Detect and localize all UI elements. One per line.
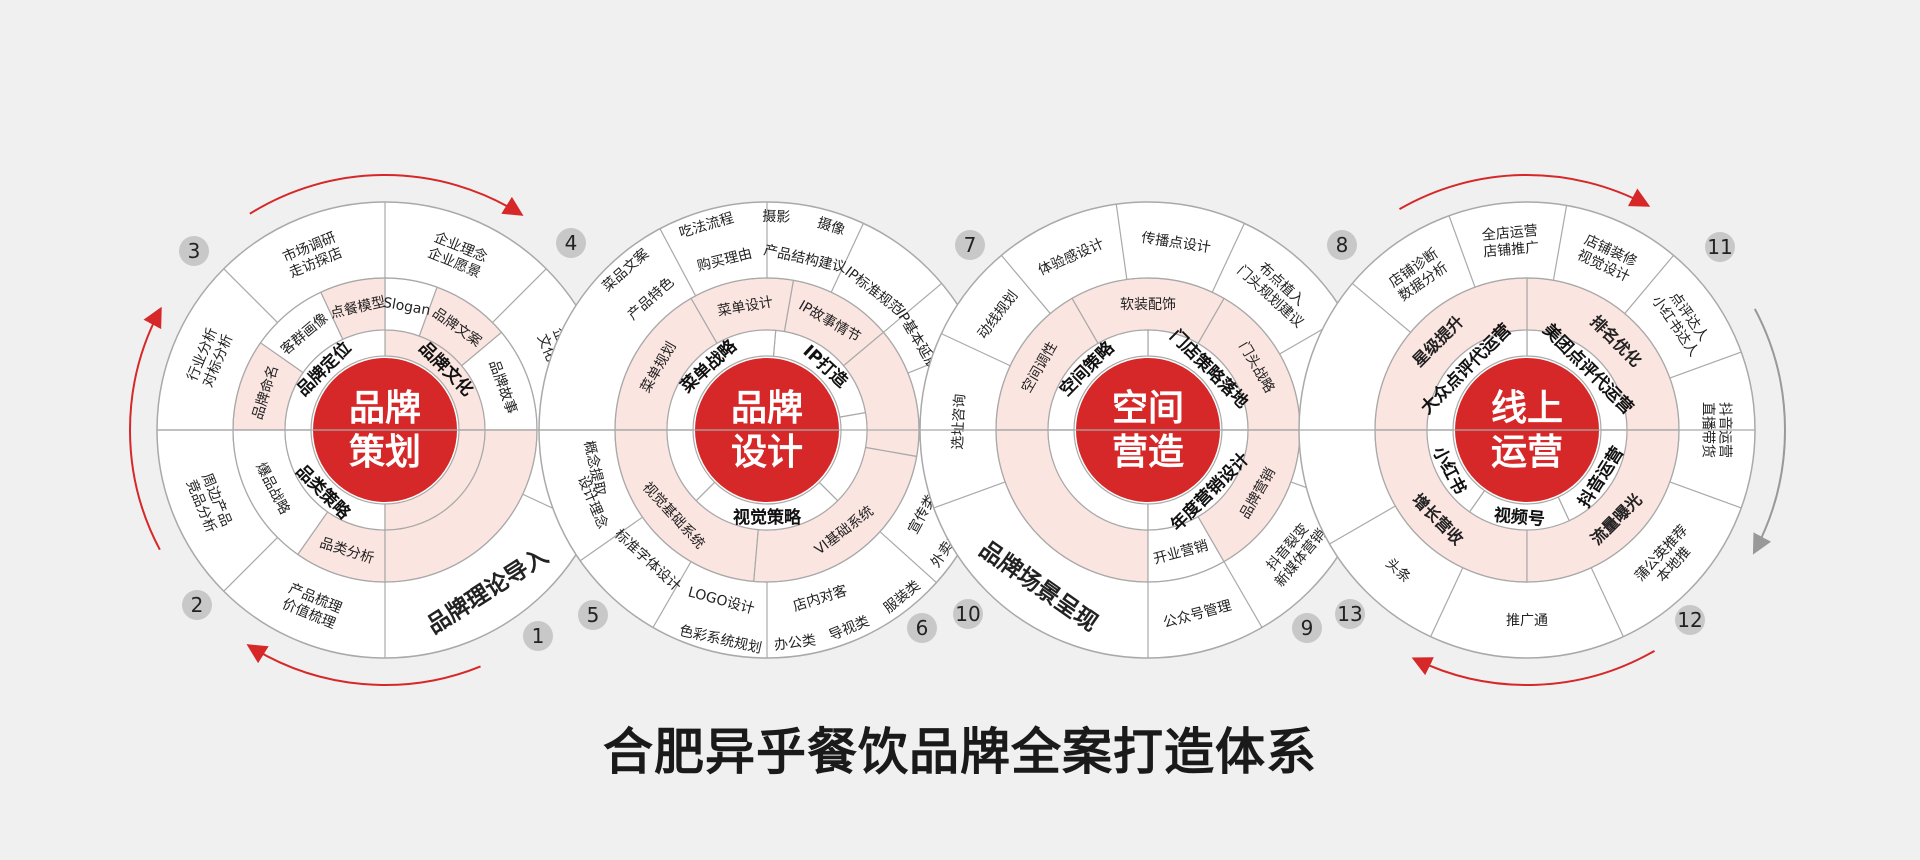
center-title: 策划 xyxy=(349,432,421,473)
center-title: 品牌 xyxy=(731,388,803,429)
inner-label: 视觉策略 xyxy=(733,507,802,528)
step-badge: 6 xyxy=(907,613,937,643)
svg-text:2: 2 xyxy=(191,593,204,617)
wheel-strategy: 企业使命文化调性企业理念企业愿景市场调研走访探店行业分析对标分析周边产品竞品分析… xyxy=(156,201,614,659)
svg-text:13: 13 xyxy=(1337,602,1362,626)
step-badge: 1 xyxy=(523,621,553,651)
arrow-top-right xyxy=(1399,174,1651,211)
svg-text:3: 3 xyxy=(188,239,201,263)
center-title: 营造 xyxy=(1112,432,1184,473)
outer-label: 推广通 xyxy=(1506,613,1548,629)
svg-text:7: 7 xyxy=(964,233,977,257)
center-title: 线上 xyxy=(1491,388,1563,429)
step-badge: 8 xyxy=(1327,230,1357,260)
arrow-right-down xyxy=(1752,308,1786,555)
svg-text:4: 4 xyxy=(565,231,578,255)
arrow-top-left xyxy=(249,174,524,216)
page-title: 合肥异乎餐饮品牌全案打造体系 xyxy=(603,723,1317,781)
step-badge: 3 xyxy=(179,236,209,266)
center-title: 设计 xyxy=(731,432,803,473)
svg-text:6: 6 xyxy=(916,616,929,640)
outer-label: 全店运营店铺推广 xyxy=(1481,222,1540,261)
svg-text:5: 5 xyxy=(587,603,600,627)
step-badge: 13 xyxy=(1335,599,1365,629)
arrow-bottom-right xyxy=(1411,649,1655,686)
center-title: 品牌 xyxy=(349,388,421,429)
inner-segment xyxy=(818,411,868,502)
step-badge: 5 xyxy=(578,600,608,630)
svg-text:12: 12 xyxy=(1677,608,1702,632)
center-title: 空间 xyxy=(1112,388,1184,429)
outer-label: 选址咨询 xyxy=(950,393,968,450)
step-badge: 10 xyxy=(953,599,983,629)
step-badge: 7 xyxy=(955,230,985,260)
step-badge: 11 xyxy=(1705,232,1735,262)
svg-text:1: 1 xyxy=(532,624,545,648)
center-title: 运营 xyxy=(1491,432,1563,473)
svg-text:10: 10 xyxy=(955,602,980,626)
middle-label: 软装配饰 xyxy=(1120,297,1176,313)
step-badge: 2 xyxy=(182,590,212,620)
svg-text:8: 8 xyxy=(1336,233,1349,257)
svg-text:11: 11 xyxy=(1707,235,1732,259)
step-badge: 9 xyxy=(1292,613,1322,643)
step-badge: 12 xyxy=(1675,605,1705,635)
inner-label: 视频号 xyxy=(1493,505,1546,530)
step-badge: 4 xyxy=(556,228,586,258)
outer-label: 办公类 xyxy=(773,633,817,654)
svg-text:9: 9 xyxy=(1301,616,1314,640)
arrow-left-up xyxy=(129,306,162,551)
arrow-bottom-left xyxy=(246,644,481,686)
outer-label: 摄影 xyxy=(762,209,791,226)
